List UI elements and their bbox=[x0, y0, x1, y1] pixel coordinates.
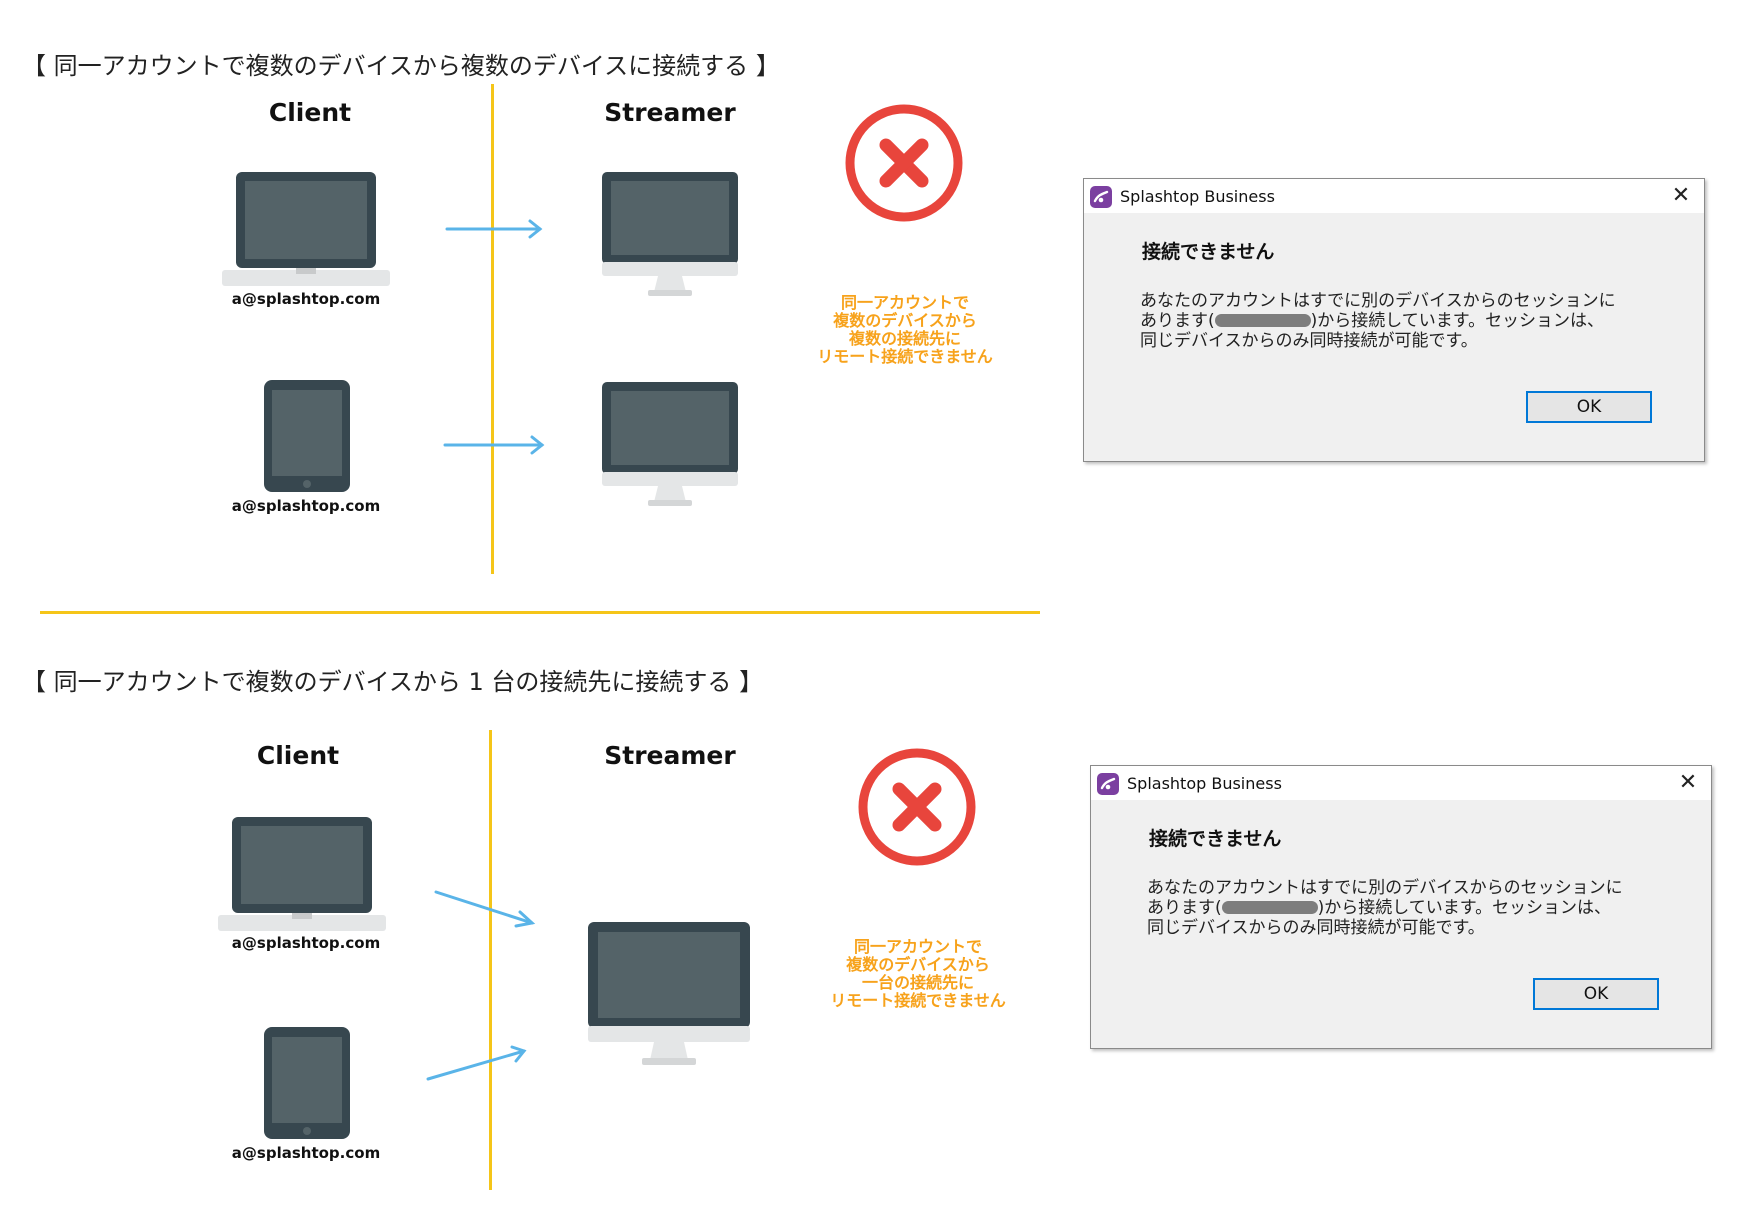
dialog-message-part: あなたのアカウントはすでに別のデバイスからのセッションにあります( bbox=[1140, 291, 1616, 331]
section2-heading: 【 同一アカウントで複数のデバイスから 1 台の接続先に接続する 】 bbox=[22, 668, 764, 696]
dialog-titlebar: Splashtop Business ✕ bbox=[1091, 766, 1711, 800]
tablet-icon bbox=[264, 1027, 350, 1139]
splashtop-logo-icon bbox=[1097, 773, 1119, 795]
section1-streamer-label: Streamer bbox=[604, 98, 736, 127]
dialog-heading: 接続できません bbox=[1142, 241, 1275, 263]
warning-text: 同一アカウントで 複数のデバイスから 一台の接続先に リモート接続できません bbox=[802, 938, 1034, 1010]
warning-line: リモート接続できません bbox=[830, 991, 1006, 1010]
error-x-icon bbox=[845, 104, 963, 222]
close-icon[interactable]: ✕ bbox=[1678, 770, 1698, 795]
client-email: a@splashtop.com bbox=[231, 290, 381, 308]
client-email: a@splashtop.com bbox=[231, 934, 381, 952]
dialog-message: あなたのアカウントはすでに別のデバイスからのセッションにあります()から接続して… bbox=[1140, 291, 1620, 351]
close-icon[interactable]: ✕ bbox=[1671, 183, 1691, 208]
redacted-device-name bbox=[1221, 901, 1318, 914]
error-dialog: Splashtop Business ✕ 接続できません あなたのアカウントはす… bbox=[1083, 178, 1705, 462]
redacted-device-name bbox=[1214, 314, 1311, 327]
client-email: a@splashtop.com bbox=[231, 1144, 381, 1162]
dialog-title: Splashtop Business bbox=[1127, 774, 1282, 793]
dialog-message: あなたのアカウントはすでに別のデバイスからのセッションにあります()から接続して… bbox=[1147, 878, 1627, 938]
dialog-message-part: )から接続しています。セッションは、同じデバイスからのみ同時接続が可能です。 bbox=[1147, 898, 1612, 938]
laptop-icon bbox=[218, 817, 386, 931]
section2-client-label: Client bbox=[256, 741, 340, 770]
section1-client-label: Client bbox=[268, 98, 352, 127]
warning-text: 同一アカウントで 複数のデバイスから 複数の接続先に リモート接続できません bbox=[790, 294, 1020, 366]
dialog-title: Splashtop Business bbox=[1120, 187, 1275, 206]
dialog-heading: 接続できません bbox=[1149, 828, 1282, 850]
monitor-icon bbox=[602, 172, 738, 296]
laptop-icon bbox=[222, 172, 390, 286]
client-email: a@splashtop.com bbox=[231, 497, 381, 515]
monitor-icon bbox=[602, 382, 738, 506]
section-divider bbox=[40, 611, 1040, 614]
error-dialog: Splashtop Business ✕ 接続できません あなたのアカウントはす… bbox=[1090, 765, 1712, 1049]
section1-heading: 【 同一アカウントで複数のデバイスから複数のデバイスに接続する 】 bbox=[22, 52, 780, 80]
warning-line: 同一アカウントで bbox=[840, 293, 969, 312]
monitor-icon bbox=[588, 922, 750, 1065]
warning-line: 一台の接続先に bbox=[861, 973, 974, 992]
error-x-icon bbox=[858, 748, 976, 866]
warning-line: 複数のデバイスから bbox=[846, 955, 990, 974]
warning-line: 同一アカウントで bbox=[853, 937, 982, 956]
ok-button[interactable]: OK bbox=[1533, 978, 1659, 1010]
dialog-message-part: あなたのアカウントはすでに別のデバイスからのセッションにあります( bbox=[1147, 878, 1623, 918]
warning-line: リモート接続できません bbox=[817, 347, 993, 366]
warning-line: 複数のデバイスから bbox=[833, 311, 977, 330]
section2-streamer-label: Streamer bbox=[604, 741, 736, 770]
splashtop-logo-icon bbox=[1090, 186, 1112, 208]
section2-vertical-divider bbox=[489, 730, 492, 1190]
tablet-icon bbox=[264, 380, 350, 492]
dialog-titlebar: Splashtop Business ✕ bbox=[1084, 179, 1704, 213]
dialog-message-part: )から接続しています。セッションは、同じデバイスからのみ同時接続が可能です。 bbox=[1140, 311, 1605, 351]
ok-button[interactable]: OK bbox=[1526, 391, 1652, 423]
warning-line: 複数の接続先に bbox=[848, 329, 961, 348]
section1-vertical-divider bbox=[491, 84, 494, 574]
